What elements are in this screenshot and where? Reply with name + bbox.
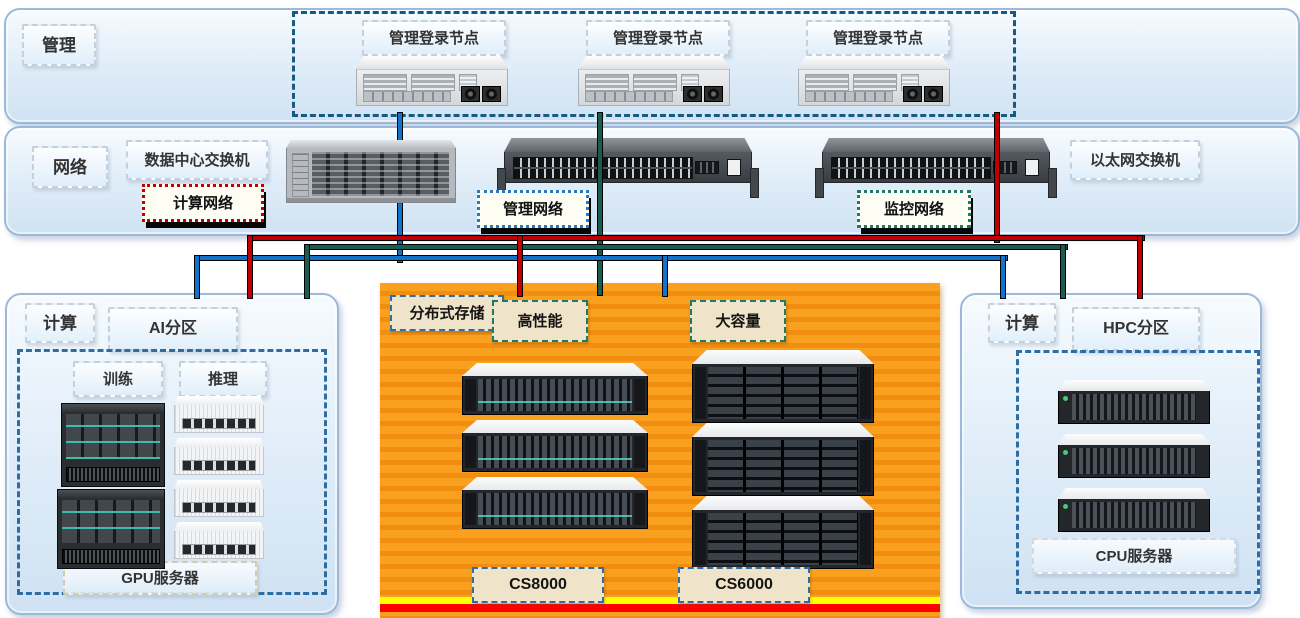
monitoring-switch-image bbox=[815, 138, 1057, 198]
monitoring-network-tag: 监控网络 bbox=[857, 190, 971, 228]
distributed-storage-label: 分布式存储 bbox=[390, 295, 504, 331]
compute-left-label: 计算 bbox=[25, 303, 95, 343]
red-drop-left bbox=[247, 235, 253, 299]
cs8000-label: CS8000 bbox=[472, 567, 604, 603]
cpu-server-image bbox=[1058, 434, 1210, 478]
datacenter-switch-label: 数据中心交换机 bbox=[126, 140, 268, 180]
teal-bus-line bbox=[304, 244, 1068, 250]
blue-drop-storage bbox=[662, 255, 668, 297]
high-performance-label: 高性能 bbox=[492, 300, 588, 342]
ethernet-switch-label: 以太网交换机 bbox=[1070, 140, 1200, 180]
login-node-label: 管理登录节点 bbox=[586, 20, 730, 56]
login-nodes-group-box bbox=[292, 11, 1016, 117]
cs6000-storage-image bbox=[692, 350, 874, 423]
teal-drop-right bbox=[1060, 244, 1066, 299]
inference-label: 推理 bbox=[179, 361, 267, 397]
red-drop-storage bbox=[517, 235, 523, 297]
login-node-server-image bbox=[578, 56, 730, 106]
cpu-server-image bbox=[1058, 488, 1210, 532]
blue-drop-left bbox=[194, 255, 200, 299]
management-network-line bbox=[597, 112, 603, 296]
red-drop-right bbox=[1137, 235, 1143, 299]
cs8000-storage-image bbox=[462, 420, 648, 472]
cs8000-storage-image bbox=[462, 477, 648, 529]
management-network-tag: 管理网络 bbox=[477, 190, 589, 228]
cpu-server-image bbox=[1058, 380, 1210, 424]
inference-server-image bbox=[174, 438, 264, 476]
compute-network-tag: 计算网络 bbox=[142, 184, 264, 222]
hpc-partition-label: HPC分区 bbox=[1072, 307, 1200, 351]
high-capacity-label: 大容量 bbox=[690, 300, 786, 342]
inference-server-image bbox=[174, 396, 264, 434]
management-band-label: 管理 bbox=[22, 24, 96, 66]
blue-bus-line bbox=[194, 255, 1008, 261]
cs6000-storage-image bbox=[692, 496, 874, 569]
inference-server-image bbox=[174, 480, 264, 518]
cpu-servers-label: CPU服务器 bbox=[1032, 538, 1236, 574]
login-node-server-image bbox=[356, 56, 508, 106]
inference-server-image bbox=[174, 522, 264, 560]
blue-drop-right bbox=[1000, 255, 1006, 299]
compute-right-label: 计算 bbox=[988, 303, 1056, 343]
cs6000-label: CS6000 bbox=[678, 567, 810, 603]
training-label: 训练 bbox=[73, 361, 163, 397]
cs6000-storage-image bbox=[692, 423, 874, 496]
login-node-label: 管理登录节点 bbox=[362, 20, 506, 56]
red-stripe bbox=[380, 604, 940, 612]
gpu-server-image bbox=[61, 403, 165, 487]
management-switch-image bbox=[497, 138, 759, 198]
cs8000-storage-image bbox=[462, 363, 648, 415]
datacenter-switch-image bbox=[286, 140, 456, 204]
login-node-server-image bbox=[798, 56, 950, 106]
monitoring-network-line bbox=[994, 112, 1000, 243]
hpc-partition-box bbox=[1016, 350, 1260, 594]
teal-drop-left bbox=[304, 244, 310, 299]
ai-partition-label: AI分区 bbox=[108, 307, 238, 351]
login-node-label: 管理登录节点 bbox=[806, 20, 950, 56]
yellow-stripe bbox=[380, 597, 940, 604]
gpu-server-image bbox=[57, 489, 165, 569]
red-bus-line bbox=[247, 235, 1145, 241]
network-band-label: 网络 bbox=[32, 146, 108, 188]
